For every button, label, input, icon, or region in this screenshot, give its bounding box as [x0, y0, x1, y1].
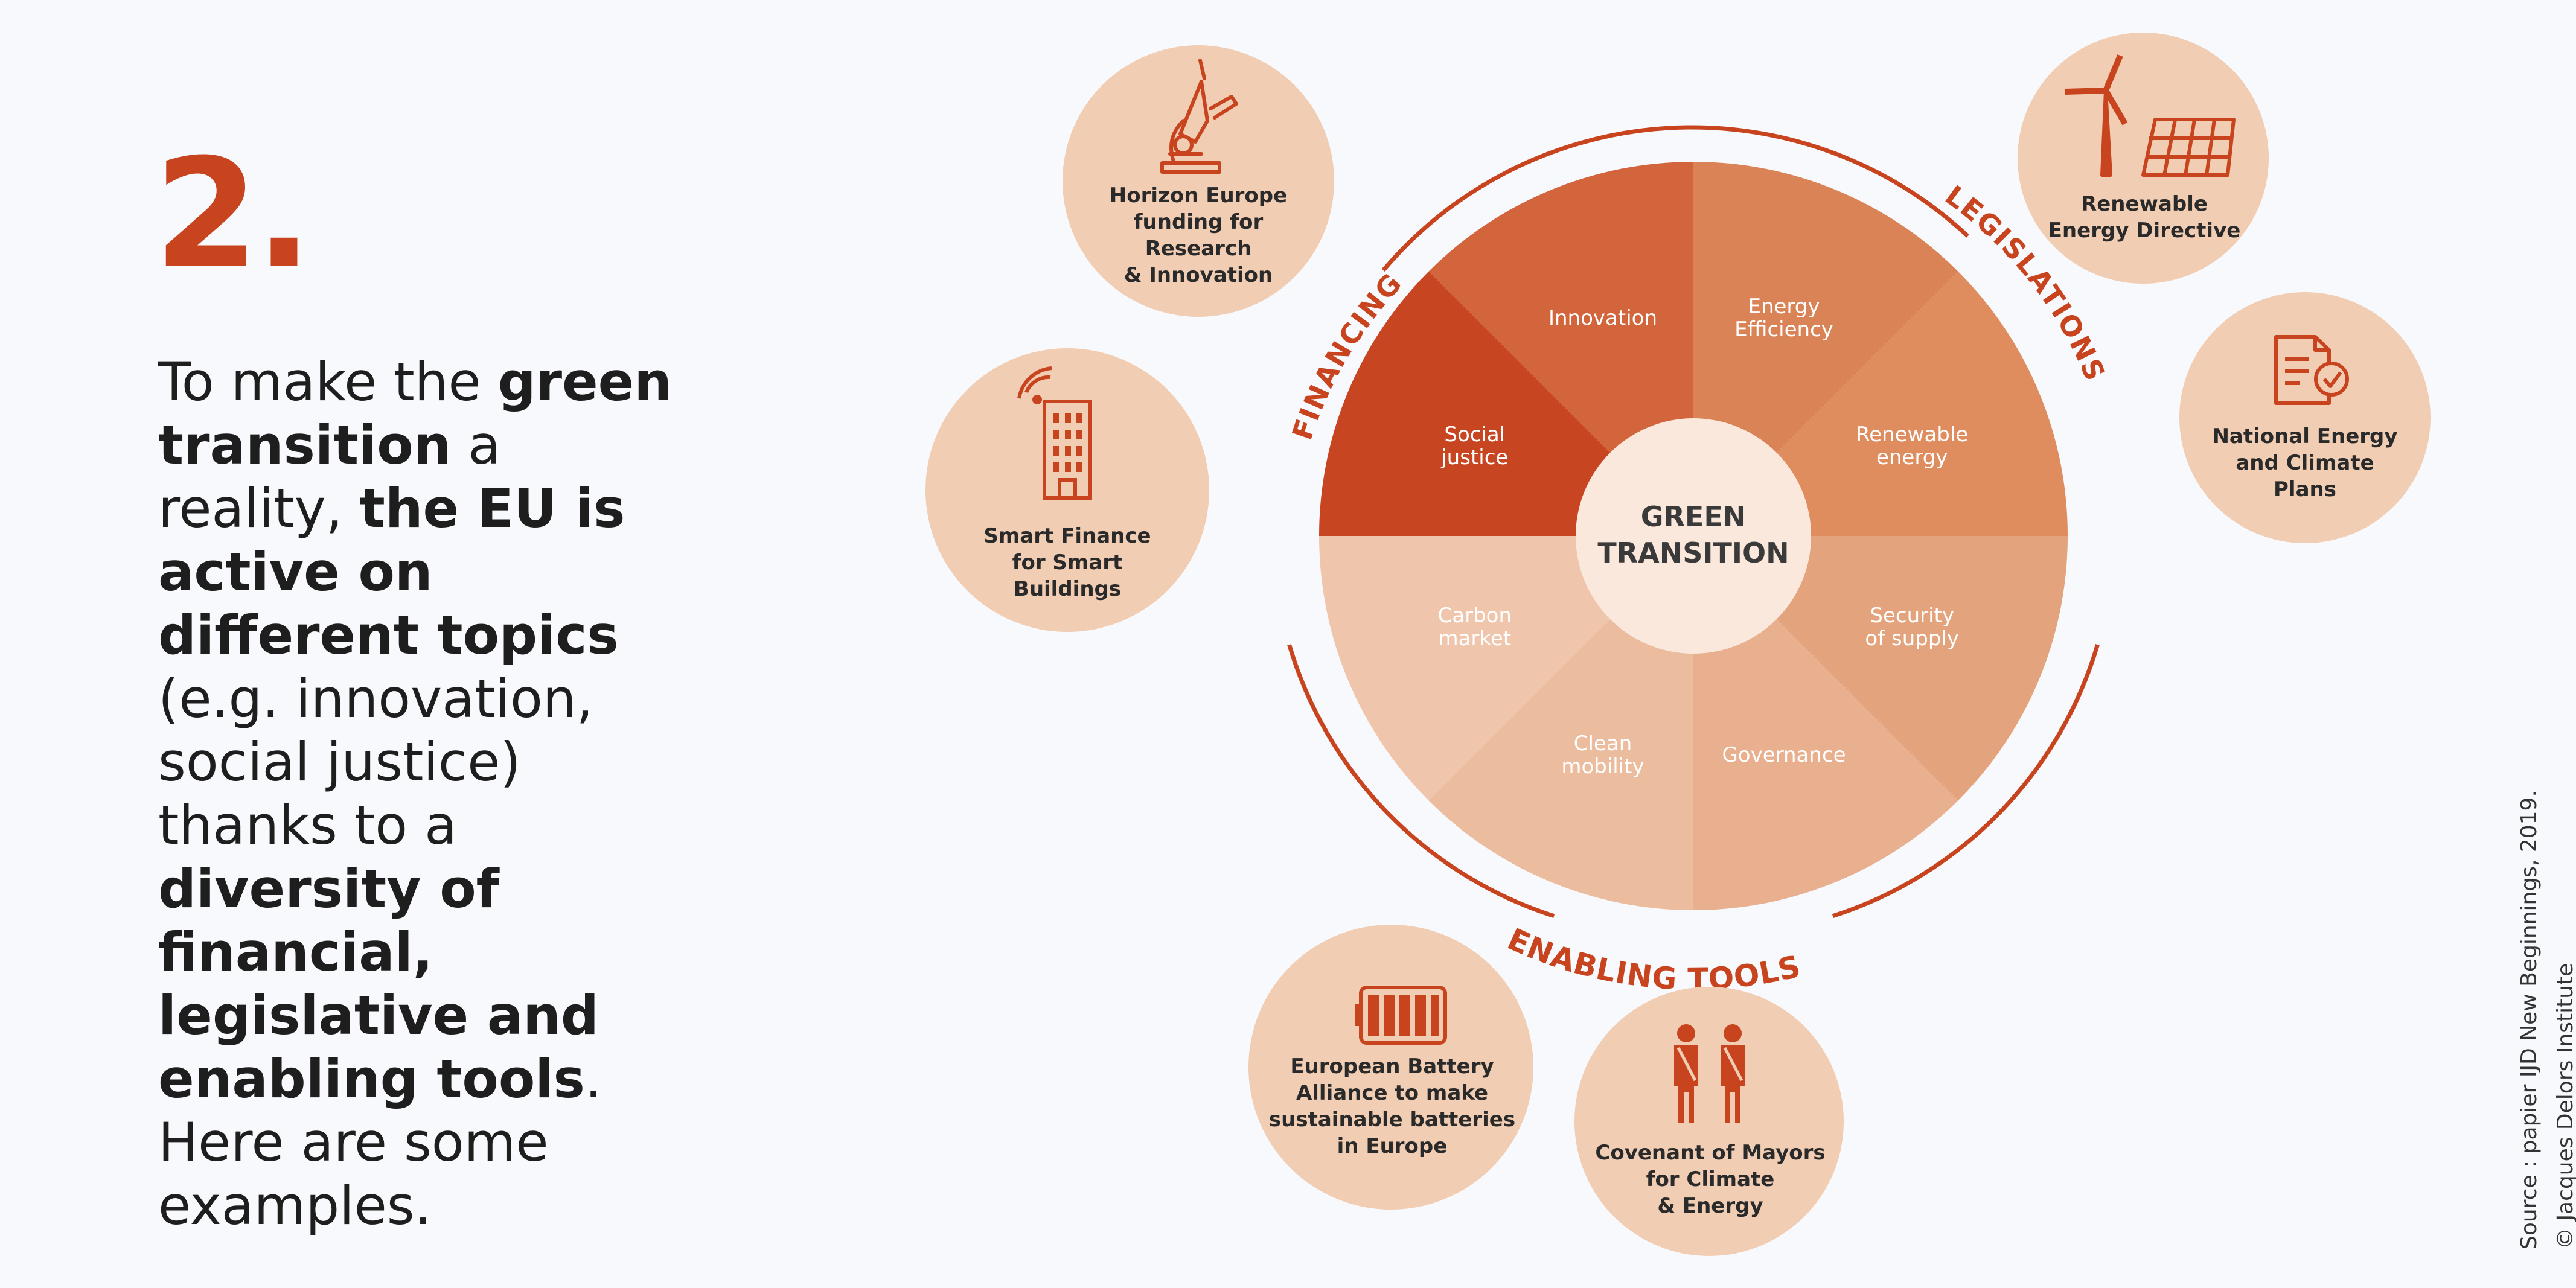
bubble-necp: [2179, 292, 2431, 543]
label-horizon: Horizon Europe funding for Research & In…: [1109, 183, 1288, 287]
ring-arc-financing-to-enabling: [1287, 644, 1555, 919]
document-check-icon: [2274, 335, 2349, 405]
ring-arc-enabling-to-legislations: [1832, 644, 2100, 919]
source-credit: Source : papier IJD New Beginnings, 2019…: [2511, 790, 2576, 1249]
label-renewable-directive: Renewable Energy Directive: [2048, 192, 2241, 243]
bubble-covenant: [1574, 987, 1844, 1256]
intro-bold: green transition: [158, 351, 672, 476]
label-covenant: Covenant of Mayors for Climate & Energy: [1595, 1141, 1826, 1218]
ring-arc-financing-to-legislations: [1381, 125, 1969, 272]
intro-text: . Here are some examples.: [158, 1048, 602, 1237]
bubble-horizon: [1063, 45, 1334, 317]
building-icon: [1017, 366, 1092, 500]
label-battery: European Battery Alliance to make sustai…: [1268, 1054, 1516, 1158]
intro-text: (e.g. innovation, social justice) thanks…: [158, 668, 593, 856]
wind-solar-icon: [2064, 54, 2236, 177]
bubble-battery: [1248, 925, 1533, 1210]
source-line: Source : papier IJD New Beginnings, 2019…: [2517, 790, 2542, 1249]
wheel-sector-label: Governance: [1722, 743, 1846, 767]
intro-bold: the EU is active on different topics: [158, 477, 625, 666]
arc-label-enabling-tools: ENABLING TOOLS: [1503, 922, 1804, 997]
section-number: 2.: [154, 126, 313, 302]
intro-text: To make the: [158, 351, 498, 413]
center-line-1: GREEN: [1641, 500, 1747, 533]
label-smart-finance: Smart Finance for Smart Buildings: [983, 524, 1151, 601]
battery-icon: [1355, 986, 1447, 1045]
microscope-icon: [1160, 59, 1238, 174]
wheel-sector-label: Innovation: [1548, 306, 1657, 330]
bubble-smart-finance: [925, 348, 1209, 632]
intro-text: a reality,: [158, 414, 501, 540]
center-line-2: TRANSITION: [1597, 537, 1789, 569]
bubble-renewable-directive: [2018, 33, 2269, 284]
center-circle: [1576, 418, 1811, 654]
intro-paragraph: To make the green transition a reality, …: [158, 350, 702, 1237]
copyright-line: © Jacques Delors Institute: [2553, 963, 2576, 1249]
intro-bold: diversity of financial, legislative and …: [158, 858, 599, 1110]
label-necp: National Energy and Climate Plans: [2212, 424, 2398, 502]
mayors-icon: [1674, 1024, 1745, 1123]
